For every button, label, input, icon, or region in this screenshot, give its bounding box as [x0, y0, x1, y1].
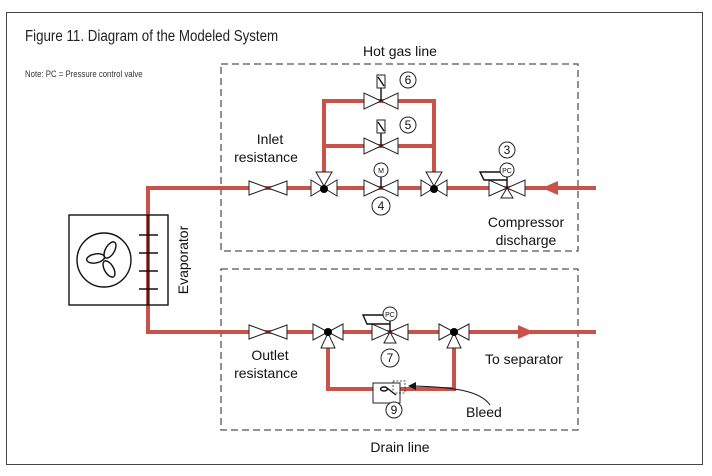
drain-line-box	[220, 268, 579, 431]
figure-note: Note: PC = Pressure control valve	[25, 69, 143, 80]
outlet-label-1: Outlet	[251, 347, 288, 363]
pressure-control-valve-icon-3[interactable]: PC 3	[478, 141, 526, 199]
compressor-label-1: Compressor	[488, 214, 565, 230]
gate-valve-icon-outlet[interactable]	[248, 324, 288, 340]
bleed-pointer	[413, 385, 491, 406]
evaporator-label: Evaporator	[175, 225, 191, 294]
motor-valve-icon-4[interactable]: M 4	[363, 162, 399, 216]
inlet-label-1: Inlet	[257, 131, 284, 147]
three-way-valve-icon-hot-left[interactable]	[310, 171, 338, 197]
solenoid-valve-icon-6[interactable]: 6	[363, 71, 417, 110]
valve-4-number: 4	[378, 199, 385, 213]
compressor-label-2: discharge	[496, 232, 557, 248]
figure-title: Figure 11. Diagram of the Modeled System	[25, 28, 279, 45]
valve-5-number: 5	[405, 118, 412, 132]
hot-gas-line-label: Hot gas line	[363, 43, 437, 59]
inlet-label-2: resistance	[234, 149, 298, 165]
gate-valve-icon-inlet[interactable]	[248, 180, 288, 196]
pc-tag-3: PC	[502, 168, 512, 175]
three-way-valve-icon-drain-left[interactable]	[312, 323, 344, 349]
bleed-arrow-icon	[408, 382, 416, 390]
valve-7-number: 7	[387, 351, 394, 365]
evaporator: Evaporator	[68, 214, 191, 306]
drain-line-label: Drain line	[370, 439, 429, 455]
evaporator-box	[68, 214, 169, 306]
pressure-control-valve-icon-7[interactable]: PC 7	[361, 306, 409, 368]
fan-icon	[76, 232, 132, 288]
solenoid-valve-icon-5[interactable]: 5	[363, 116, 417, 155]
flow-arrow-icon-inlet	[542, 181, 558, 195]
bleed-valve-icon-9[interactable]: 9	[372, 380, 406, 419]
flow-arrow-icon-outlet	[518, 325, 534, 339]
separator-label: To separator	[485, 351, 563, 367]
three-way-valve-icon-hot-right[interactable]	[420, 171, 448, 197]
bleed-label: Bleed	[466, 404, 502, 420]
three-way-valve-icon-drain-right[interactable]	[438, 323, 470, 349]
figure-frame	[6, 12, 703, 465]
hot-gas-line-box	[220, 63, 579, 252]
valve-6-number: 6	[405, 73, 412, 87]
outlet-label-2: resistance	[234, 365, 298, 381]
valve-3-number: 3	[504, 143, 511, 157]
motor-tag: M	[378, 168, 384, 175]
valve-9-number: 9	[391, 403, 398, 417]
main-pipe	[146, 186, 596, 334]
pc-tag-7: PC	[385, 312, 395, 319]
